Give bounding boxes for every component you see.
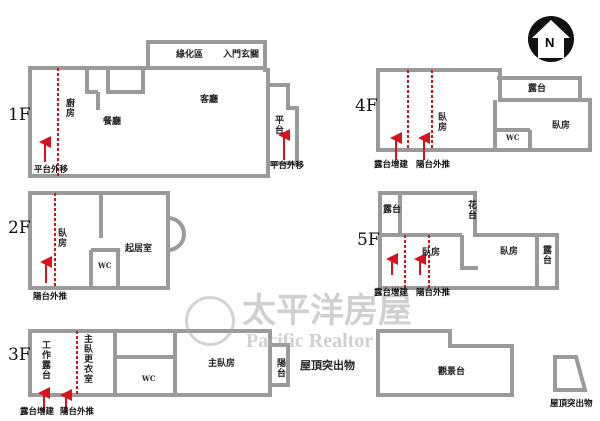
watermark-en: Pacific Realtor [246,330,374,352]
floor-label-5f: 5F [357,230,380,250]
floor-label-3f: 3F [8,345,31,365]
room-bedroom-2f: 臥房 [56,228,66,248]
watermark-cn: 太平洋房屋 [242,291,412,331]
room-master-bedroom: 主臥房 [208,359,236,369]
note-4f-b: 陽台外推 [416,160,451,170]
room-terrace-5f-b: 露台 [541,245,551,265]
room-bedroom-4f-a: 臥房 [436,112,446,132]
note-5f-b: 陽台外推 [416,288,451,298]
note-roof: 屋頂突出物 [550,399,593,409]
note-5f-a: 露台增建 [374,288,409,298]
note-3f-a: 露台增建 [20,407,55,417]
room-work-terrace: 工作露台 [40,340,50,380]
note-4f-a: 露台增建 [374,160,409,170]
room-balcony-3f: 陽台 [275,358,285,378]
room-kitchen: 廚房 [64,98,74,118]
room-bedroom-5f-a: 臥房 [422,248,441,258]
room-viewing-deck: 觀景台 [438,367,466,377]
note-1f-a: 平台外移 [34,165,69,175]
floor-label-4f: 4F [355,96,378,116]
room-dining: 餐廳 [103,117,122,127]
note-2f: 陽台外推 [33,292,68,302]
room-garden: 綠化區 [176,50,204,60]
room-lounge: 起居室 [125,244,153,254]
floor-label-2f: 2F [8,218,31,238]
room-terrace-5f-a: 露台 [383,205,402,215]
watermark-logo-icon [185,296,235,346]
room-planter: 花台 [466,200,476,220]
north-arrow-icon [532,20,570,58]
north-indicator: N [528,16,574,62]
room-entrance: 入門玄關 [223,50,260,60]
room-living: 客廳 [200,95,219,105]
room-bedroom-4f-b: 臥房 [552,121,571,131]
room-terrace-4f: 露台 [528,84,547,94]
room-platform: 平台 [273,115,283,135]
room-walkin-closet: 主臥更衣室 [82,334,92,384]
floor-label-1f: 1F [8,105,31,125]
room-wc-3f: WC [142,374,156,383]
note-1f-b: 平台外移 [270,161,305,171]
room-wc-2f: WC [98,261,112,270]
roof-title: 屋頂突出物 [300,359,355,372]
room-wc-4f: WC [506,133,520,142]
room-bedroom-5f-b: 臥房 [500,247,519,257]
note-3f-b: 陽台外推 [60,407,95,417]
north-label: N [545,35,555,50]
